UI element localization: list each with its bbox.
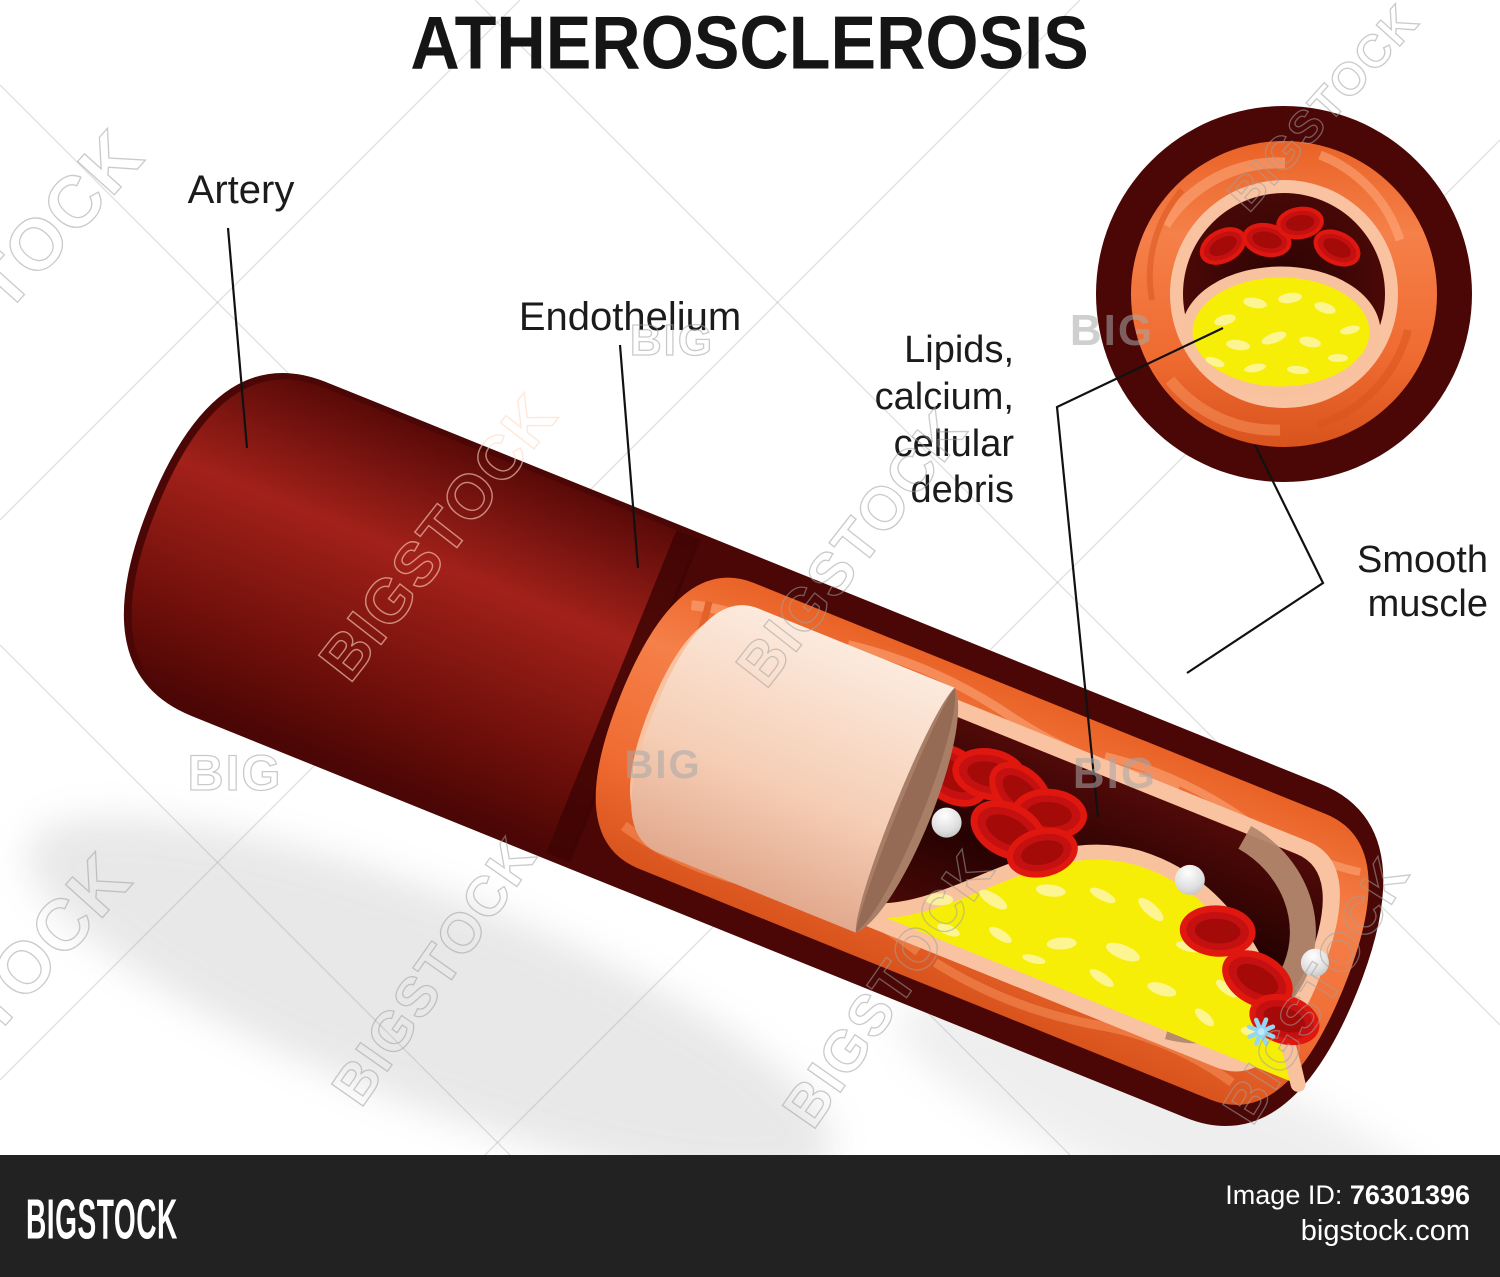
image-id-value: 76301396 — [1349, 1180, 1470, 1210]
lipids-label: Lipids, calcium, cellular debris — [875, 329, 1015, 511]
image-id-label: Image ID: — [1225, 1180, 1343, 1210]
endothelium-label: Endothelium — [519, 295, 741, 339]
smooth-muscle-label: Smooth muscle — [1357, 539, 1488, 625]
lipids-leader — [1055, 327, 1224, 818]
watermark-big-circle: BIG — [1070, 306, 1154, 355]
image-id-line: Image ID: 76301396 — [1225, 1179, 1470, 1213]
endothelium-leader — [618, 344, 640, 569]
watermark-big-lumen: BIG — [1073, 749, 1157, 798]
page-title: ATHEROSCLEROSIS — [410, 1, 1090, 86]
diagram-labels: Artery Endothelium Lipids, calcium, cell… — [188, 168, 1488, 625]
artery-outer-segment — [131, 379, 697, 862]
cross-muscle-texture — [1146, 150, 1412, 436]
footer-bar: BIGSTOCK Image ID: 76301396 bigstock.com — [0, 1155, 1500, 1277]
lipids-line2: calcium, — [875, 376, 1014, 418]
plaque-lipid-core — [867, 852, 1299, 1085]
lipids-line1: Lipids, — [904, 329, 1014, 371]
cross-section-circle — [1096, 106, 1472, 482]
site-url: bigstock.com — [1300, 1214, 1470, 1247]
smooth-line2: muscle — [1368, 583, 1488, 625]
endothelium-cylinder — [631, 605, 959, 933]
watermark-big-endothelium: BIG — [630, 316, 714, 365]
artery-leader — [226, 227, 249, 449]
artery-tube — [124, 373, 1384, 1126]
artery-label: Artery — [188, 168, 295, 212]
watermark-stock-topleft: STOCK — [0, 115, 159, 362]
lipids-line3: cellular — [894, 423, 1015, 465]
smooth-line1: Smooth — [1357, 539, 1488, 581]
watermark-big-bottomleft: BIG — [188, 745, 283, 801]
title-bar: ATHEROSCLEROSIS — [0, 0, 1500, 85]
footer-info: Image ID: 76301396 bigstock.com — [1225, 1179, 1470, 1249]
smooth-muscle-leader — [1186, 444, 1325, 674]
lipids-line4: debris — [911, 469, 1015, 511]
cross-plaque — [1181, 266, 1381, 398]
plaque-specks — [925, 884, 1265, 1037]
watermark-big-lumen2: BIG — [624, 743, 701, 787]
bigstock-logo: BIGSTOCK — [26, 1188, 178, 1252]
leader-lines — [226, 227, 1325, 818]
